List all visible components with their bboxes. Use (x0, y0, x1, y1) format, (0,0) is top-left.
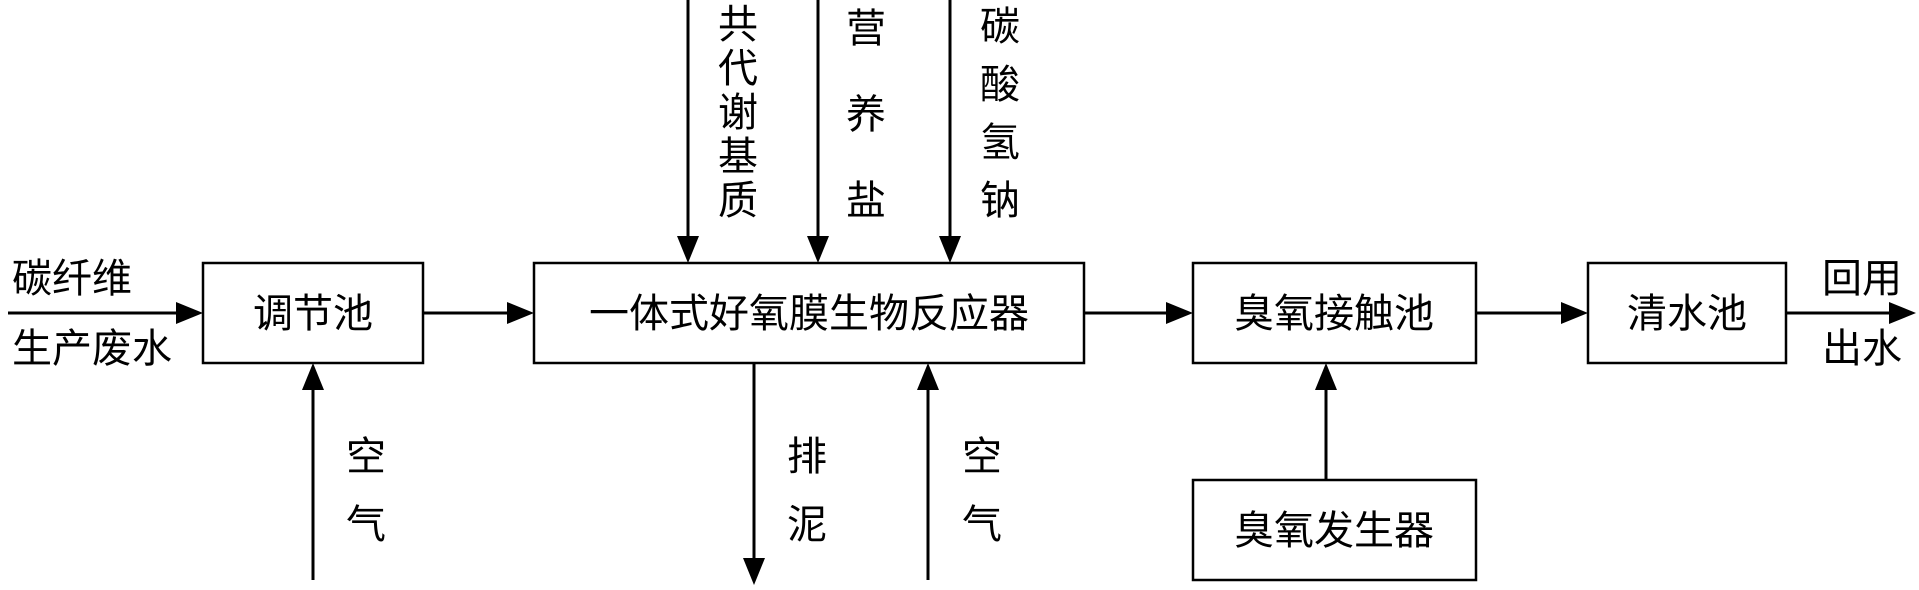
air-char: 气 (346, 502, 386, 548)
nutrient-salt-label: 营 养 盐 (846, 6, 886, 224)
air-arrow-mbr (917, 363, 939, 580)
sodium-bicarbonate-char: 氢 (980, 120, 1020, 166)
cometabolic-substrate-char: 基 (718, 134, 758, 180)
equalization-tank-box: 调节池 (201, 261, 425, 365)
effluent-label-line2: 出水 (1822, 326, 1902, 372)
nutrient-salt-arrow (807, 0, 829, 263)
nutrient-salt-char: 养 (846, 92, 886, 138)
sludge-discharge-char: 泥 (787, 502, 827, 548)
sodium-bicarbonate-label: 碳 酸 氢 钠 (980, 4, 1020, 224)
air-label-equalization: 空 气 (346, 434, 386, 548)
arrow-equalization-to-mbr (423, 302, 534, 324)
air-char: 空 (962, 434, 1002, 480)
clear-water-tank-label: 清水池 (1627, 291, 1747, 337)
arrow-ozone-contact-to-clear-water (1476, 302, 1588, 324)
clear-water-tank-box: 清水池 (1586, 261, 1788, 365)
ozone-contact-tank-label: 臭氧接触池 (1234, 291, 1434, 337)
sludge-discharge-char: 排 (787, 434, 827, 480)
air-label-mbr: 空 气 (962, 434, 1002, 548)
air-char: 气 (962, 502, 1002, 548)
mbr-reactor-label: 一体式好氧膜生物反应器 (589, 291, 1029, 337)
ozone-generator-label: 臭氧发生器 (1234, 508, 1434, 554)
cometabolic-substrate-char: 代 (718, 46, 758, 92)
ozone-contact-tank-box: 臭氧接触池 (1191, 261, 1478, 365)
sludge-discharge-arrow (743, 363, 765, 585)
equalization-tank-label: 调节池 (253, 291, 373, 337)
influent-label-line2: 生产废水 (12, 326, 172, 372)
ozone-generator-box: 臭氧发生器 (1191, 478, 1478, 582)
influent-label-line1: 碳纤维 (12, 256, 132, 302)
cometabolic-substrate-char: 谢 (718, 90, 758, 136)
effluent-label-line1: 回用 (1822, 256, 1902, 302)
cometabolic-substrate-char: 共 (718, 2, 758, 48)
cometabolic-substrate-arrow (677, 0, 699, 263)
air-char: 空 (346, 434, 386, 480)
sodium-bicarbonate-char: 钠 (980, 178, 1020, 224)
influent-arrow (8, 302, 203, 324)
effluent-arrow (1786, 302, 1916, 324)
nutrient-salt-char: 营 (846, 6, 886, 52)
nutrient-salt-char: 盐 (846, 178, 886, 224)
sodium-bicarbonate-arrow (939, 0, 961, 263)
cometabolic-substrate-char: 质 (718, 178, 758, 224)
ozone-supply-arrow (1315, 363, 1337, 480)
air-arrow-equalization (302, 363, 324, 580)
arrow-mbr-to-ozone-contact (1084, 302, 1193, 324)
sludge-discharge-label: 排 泥 (787, 434, 827, 548)
sodium-bicarbonate-char: 碳 (980, 4, 1020, 50)
sodium-bicarbonate-char: 酸 (980, 62, 1020, 108)
cometabolic-substrate-label: 共 代 谢 基 质 (718, 2, 758, 224)
mbr-reactor-box: 一体式好氧膜生物反应器 (532, 261, 1086, 365)
